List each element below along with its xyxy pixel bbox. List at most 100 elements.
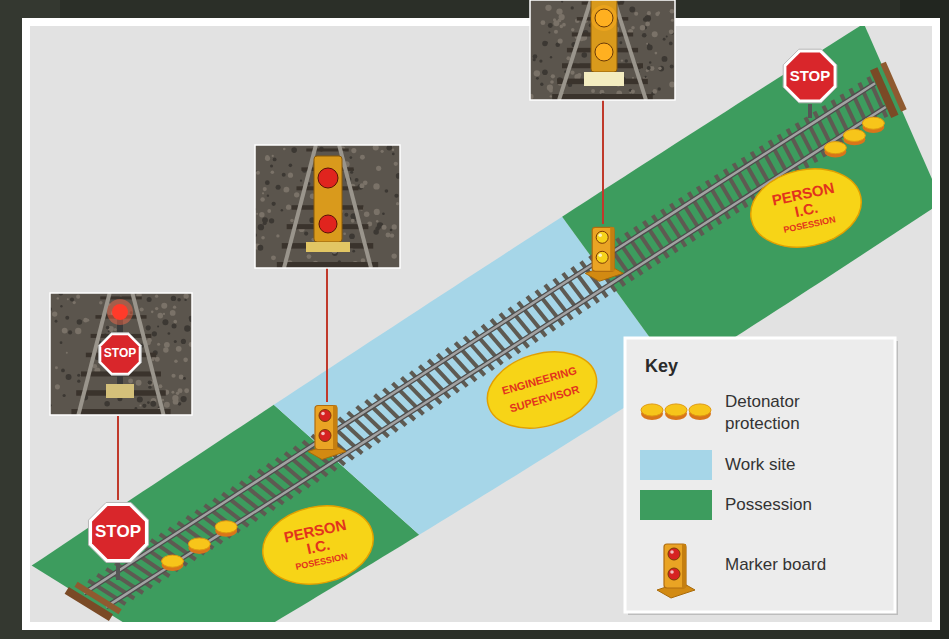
detonator bbox=[862, 117, 884, 129]
person-in-charge-badge: PERSON I.C.POSESSION bbox=[742, 158, 870, 258]
ballast-stone bbox=[171, 296, 176, 301]
ballast-stone bbox=[265, 155, 269, 159]
ballast-stone bbox=[669, 82, 675, 88]
ballast-stone bbox=[631, 90, 635, 94]
ballast-stone bbox=[386, 145, 392, 151]
ballast-stone bbox=[66, 374, 72, 380]
ballast-stone bbox=[394, 194, 398, 198]
ballast-stone bbox=[554, 30, 558, 34]
ballast-stone bbox=[55, 384, 60, 389]
ballast-stone bbox=[663, 38, 666, 41]
marker-light bbox=[596, 251, 608, 263]
ballast-stone bbox=[392, 148, 395, 151]
ballast-stone bbox=[373, 229, 378, 234]
stop-sign: STOP bbox=[86, 500, 151, 565]
detonator bbox=[215, 521, 237, 533]
marker-base bbox=[306, 242, 350, 252]
ballast-stone bbox=[157, 313, 163, 319]
possession-area bbox=[562, 26, 932, 374]
ballast-stone bbox=[390, 233, 394, 237]
ballast-stone bbox=[60, 341, 63, 344]
ballast-stone bbox=[304, 232, 308, 236]
text-group: STOP bbox=[790, 67, 831, 84]
ballast-stone bbox=[57, 297, 59, 299]
ballast-stone bbox=[256, 171, 260, 175]
sign-post bbox=[116, 560, 120, 580]
ballast-stone bbox=[560, 25, 564, 29]
ballast-stone bbox=[359, 183, 364, 188]
ballast-stone bbox=[625, 59, 628, 62]
octagon-face bbox=[92, 506, 145, 559]
ballast-stone bbox=[631, 26, 635, 30]
ballast-stone bbox=[151, 311, 154, 314]
ballast-stone bbox=[271, 255, 276, 260]
ballast-stone bbox=[534, 70, 540, 76]
marker-board bbox=[314, 156, 342, 242]
key-heading: Key bbox=[645, 356, 678, 377]
ballast-stone bbox=[361, 258, 366, 263]
ballast-stone bbox=[541, 20, 546, 25]
marker-light bbox=[668, 568, 680, 580]
ballast-stone bbox=[670, 83, 673, 86]
ballast-stone bbox=[273, 158, 277, 162]
ballast-stone bbox=[152, 331, 157, 336]
ballast-stone bbox=[645, 15, 651, 21]
detonator bbox=[641, 404, 663, 416]
ballast-stone bbox=[271, 170, 275, 174]
octagon-rim bbox=[99, 333, 141, 375]
ballast-stone bbox=[163, 313, 165, 315]
buffer-stop bbox=[883, 63, 904, 111]
ballast-stone bbox=[104, 401, 110, 407]
ballast-stone bbox=[582, 52, 588, 58]
ballast-stone bbox=[550, 95, 552, 97]
ballast-stone bbox=[540, 83, 543, 86]
marker-board bbox=[315, 406, 337, 450]
detonator bbox=[188, 538, 210, 550]
ballast-stone bbox=[381, 150, 384, 153]
ballast-stone bbox=[645, 22, 650, 27]
ballast-stone bbox=[148, 385, 151, 388]
ballast-stone bbox=[73, 301, 76, 304]
ballast-stone bbox=[669, 29, 674, 34]
person-in-charge-badge: PERSON I.C.POSESSION bbox=[254, 495, 382, 595]
ballast-stone bbox=[619, 41, 622, 44]
inset-sleeper bbox=[277, 262, 378, 268]
ballast-stone bbox=[548, 31, 550, 33]
ballast-stone bbox=[655, 52, 658, 55]
ballast-stone bbox=[114, 328, 117, 331]
marker-light bbox=[319, 410, 331, 422]
ballast-stone bbox=[256, 213, 258, 215]
text-group: STOP bbox=[95, 522, 141, 542]
sign-text: STOP bbox=[104, 347, 136, 361]
inset-photo bbox=[50, 293, 192, 415]
ballast-stone bbox=[164, 342, 170, 348]
ballast-stone bbox=[396, 202, 399, 205]
ballast-stone bbox=[662, 56, 668, 62]
ballast-stone bbox=[669, 42, 673, 46]
ballast-stone bbox=[60, 305, 62, 307]
inset-photo bbox=[530, 0, 675, 100]
ballast-stone bbox=[63, 394, 66, 397]
sign-base bbox=[106, 384, 134, 398]
legend-swatch bbox=[640, 490, 712, 520]
ballast-stone bbox=[179, 375, 184, 380]
marker-light bbox=[319, 430, 331, 442]
detonator bbox=[162, 555, 184, 567]
leader-line bbox=[326, 268, 328, 402]
ballast-stone bbox=[147, 297, 152, 302]
ballast-stone bbox=[270, 165, 273, 168]
ballast-stone bbox=[629, 6, 635, 12]
ballast-stone bbox=[267, 195, 269, 197]
buffer-stop bbox=[76, 584, 120, 612]
ballast-stone bbox=[142, 404, 146, 408]
detonator bbox=[665, 404, 687, 416]
ballast-stone bbox=[647, 11, 651, 15]
inset-sleeper bbox=[552, 94, 653, 100]
ballast-stone bbox=[183, 293, 188, 298]
ballast-stone bbox=[657, 87, 660, 90]
ballast-stone bbox=[106, 326, 110, 330]
ballast-stone bbox=[263, 187, 267, 191]
ballast-stone bbox=[158, 384, 162, 388]
marker-light-glint bbox=[598, 254, 602, 258]
